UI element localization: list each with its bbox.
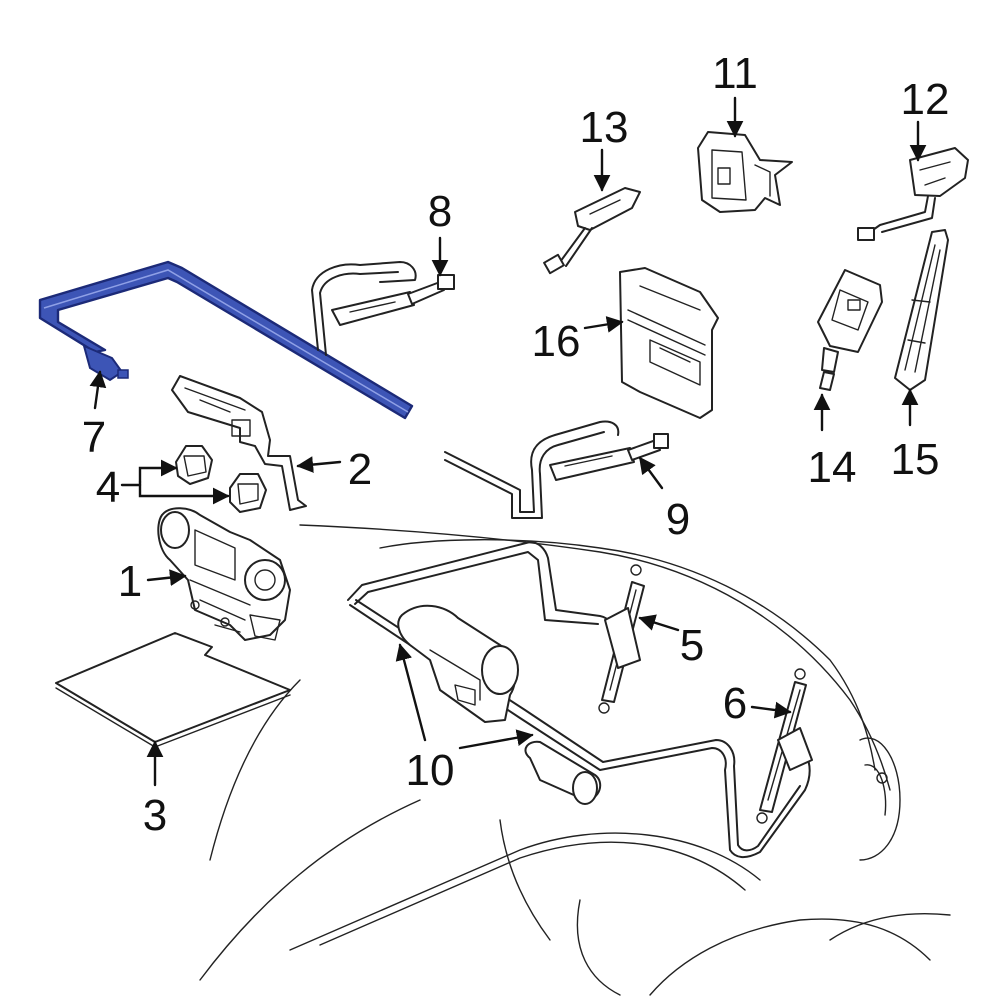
leader-7	[89, 370, 107, 410]
leader-4b	[138, 480, 230, 505]
part-12-bracket-sensor[interactable]	[857, 147, 969, 241]
part-15-slide-rail[interactable]	[894, 229, 949, 391]
leader-4a	[138, 459, 178, 484]
part-1-pump-motor[interactable]	[157, 507, 291, 641]
part-2-bracket[interactable]	[171, 375, 307, 511]
part-7-highlighted-line[interactable]	[38, 260, 414, 420]
part-16-control-module[interactable]	[619, 267, 719, 419]
leader-6	[750, 701, 792, 719]
callout-13: 13	[580, 103, 629, 152]
part-13-sensor[interactable]	[543, 187, 641, 275]
callout-10: 10	[406, 746, 455, 795]
part-4-grommets[interactable]	[175, 445, 267, 513]
part-5-strut[interactable]	[598, 564, 645, 714]
leader-10b	[458, 729, 534, 750]
callout-1: 1	[118, 557, 142, 606]
leader-9	[638, 456, 664, 490]
leader-2	[296, 456, 342, 473]
leader-5	[638, 614, 680, 632]
callout-6: 6	[723, 679, 747, 728]
part-9-cylinder[interactable]	[444, 420, 669, 519]
callout-4: 4	[96, 463, 120, 512]
callout-8: 8	[428, 187, 452, 236]
callout-12: 12	[901, 75, 950, 124]
callout-15: 15	[891, 435, 940, 484]
vehicle-body-outline	[199, 524, 951, 996]
part-11-latch[interactable]	[697, 131, 793, 213]
part-6-strut[interactable]	[756, 668, 813, 824]
callout-labels: 1 2 3 4 5 6 7 8 9 10 11 12 13 14 15 16	[82, 49, 950, 840]
leader-10a	[395, 643, 427, 742]
callout-7: 7	[82, 413, 106, 462]
leader-arrows	[89, 96, 927, 787]
callout-2: 2	[348, 445, 372, 494]
callout-5: 5	[680, 621, 704, 670]
callout-9: 9	[666, 495, 690, 544]
leader-1	[146, 569, 187, 586]
part-3-pad[interactable]	[55, 632, 291, 748]
callout-3: 3	[143, 791, 167, 840]
callout-11: 11	[712, 49, 758, 98]
leader-16	[583, 316, 624, 333]
part-8-cylinder[interactable]	[311, 261, 455, 356]
callout-14: 14	[808, 443, 857, 492]
part-14-switch[interactable]	[817, 269, 883, 391]
callout-16: 16	[532, 317, 581, 366]
part-10-hydraulic-line-assembly[interactable]	[347, 541, 811, 858]
